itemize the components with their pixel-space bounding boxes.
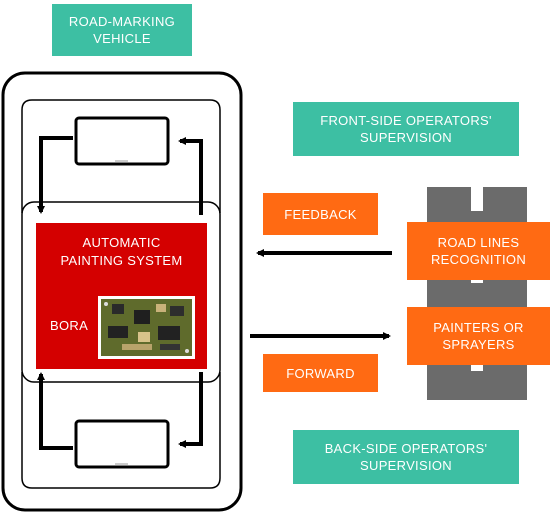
forward-label: FORWARD: [263, 354, 378, 392]
arrow-icon: [37, 136, 73, 214]
front-side-supervision-label: FRONT-SIDE OPERATORS' SUPERVISION: [293, 102, 519, 156]
monitor-icon: [74, 116, 170, 166]
bora-label: BORA: [50, 318, 89, 333]
front-compartment-outline: [21, 99, 221, 213]
back-side-supervision-label: BACK-SIDE OPERATORS' SUPERVISION: [293, 430, 519, 484]
system-title: AUTOMATIC PAINTING SYSTEM: [60, 235, 183, 268]
feedback-label: FEEDBACK: [263, 193, 378, 235]
painters-or-sprayers-label: PAINTERS OR SPRAYERS: [407, 307, 550, 365]
arrow-icon: [178, 372, 203, 448]
road-marking-vehicle-label: ROAD-MARKING VEHICLE: [52, 4, 192, 56]
automatic-painting-system: AUTOMATIC PAINTING SYSTEM BORA: [36, 223, 207, 369]
arrow-icon: [178, 137, 203, 215]
arrow-icon: [37, 372, 73, 450]
road-dash: [471, 187, 483, 211]
monitor-icon: [74, 419, 170, 469]
back-compartment-outline: [21, 372, 221, 489]
vehicle-outline: [1, 71, 243, 512]
center-compartment-outline: [21, 201, 221, 383]
board-icon: [98, 296, 195, 359]
road-lines-recognition-label: ROAD LINES RECOGNITION: [407, 222, 550, 280]
